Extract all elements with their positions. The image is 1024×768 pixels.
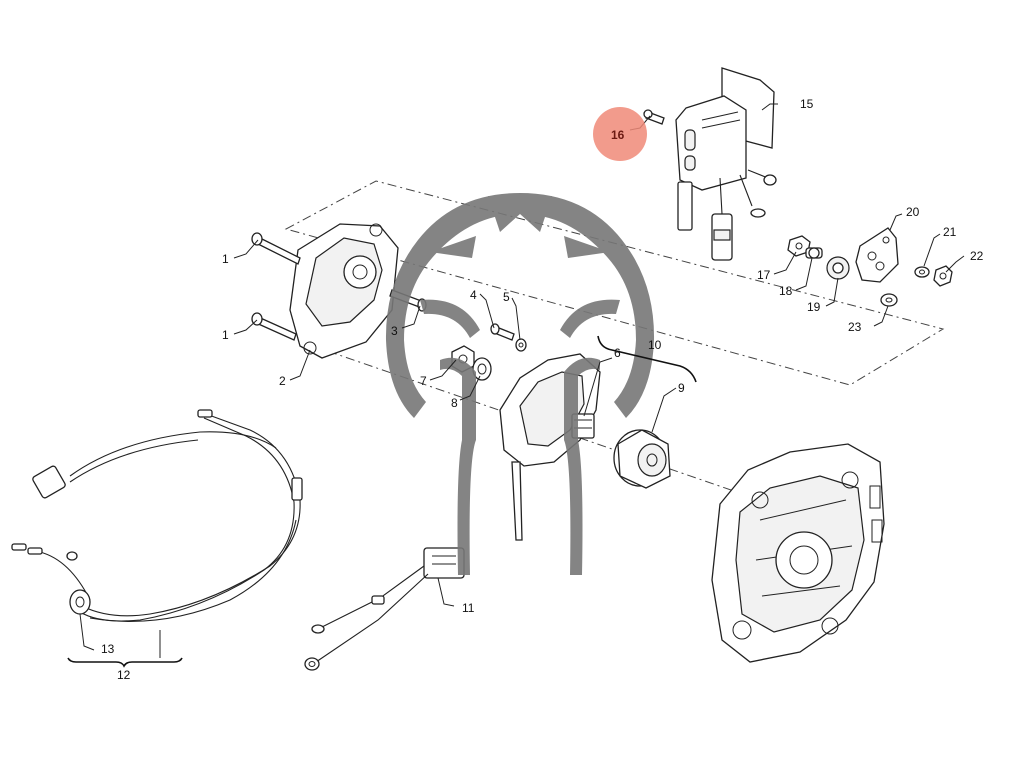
leader-lines [79, 103, 965, 658]
callout-4[interactable]: 4 [470, 288, 477, 302]
callout-16[interactable]: 16 [611, 128, 625, 142]
screw-16[interactable] [643, 109, 665, 125]
callout-16-highlight[interactable] [593, 107, 647, 161]
callout-10[interactable]: 10 [648, 338, 662, 352]
flywheel[interactable] [613, 429, 671, 489]
callout-3[interactable]: 3 [391, 324, 398, 338]
callout-15[interactable]: 15 [800, 97, 814, 111]
washer-21[interactable] [914, 266, 930, 278]
washer-5[interactable] [515, 338, 527, 352]
washer-23[interactable] [880, 293, 898, 307]
callout-22[interactable]: 22 [970, 249, 984, 263]
callout-7[interactable]: 7 [420, 374, 427, 388]
bolt-1-lower[interactable] [251, 312, 297, 341]
stator-assembly[interactable] [499, 353, 601, 541]
callout-17[interactable]: 17 [757, 268, 771, 282]
callout-labels: 1 1 2 3 4 5 6 7 8 9 10 11 12 13 15 16 17… [101, 97, 984, 682]
callout-13[interactable]: 13 [101, 642, 115, 656]
ignition-coil[interactable] [675, 67, 777, 261]
assembly-boundary [284, 180, 945, 386]
callout-18[interactable]: 18 [779, 284, 793, 298]
callout-11[interactable]: 11 [462, 601, 475, 615]
wiring-harness[interactable] [11, 409, 303, 622]
axis-line [309, 344, 761, 501]
grommet-19[interactable] [826, 256, 850, 280]
ground-lead[interactable] [304, 547, 465, 671]
callout-19[interactable]: 19 [807, 300, 821, 314]
callout-21[interactable]: 21 [943, 225, 957, 239]
watermark-logo [385, 193, 655, 575]
bolt-1-upper[interactable] [251, 232, 301, 265]
stator-cover[interactable] [289, 223, 399, 359]
callout-1-upper[interactable]: 1 [222, 252, 229, 266]
callout-6[interactable]: 6 [614, 346, 621, 360]
screw-4[interactable] [490, 323, 515, 341]
callout-5[interactable]: 5 [503, 290, 510, 304]
callout-20[interactable]: 20 [906, 205, 920, 219]
crankcase [711, 443, 885, 663]
callout-1-lower[interactable]: 1 [222, 328, 229, 342]
bracket-plate[interactable] [855, 227, 899, 283]
callout-23[interactable]: 23 [848, 320, 862, 334]
callout-2[interactable]: 2 [279, 374, 286, 388]
callout-9[interactable]: 9 [678, 381, 685, 395]
callout-8[interactable]: 8 [451, 396, 458, 410]
brace-12 [67, 657, 183, 668]
spacer-18[interactable] [805, 247, 823, 259]
brace-10 [597, 335, 697, 383]
callout-12[interactable]: 12 [117, 668, 131, 682]
